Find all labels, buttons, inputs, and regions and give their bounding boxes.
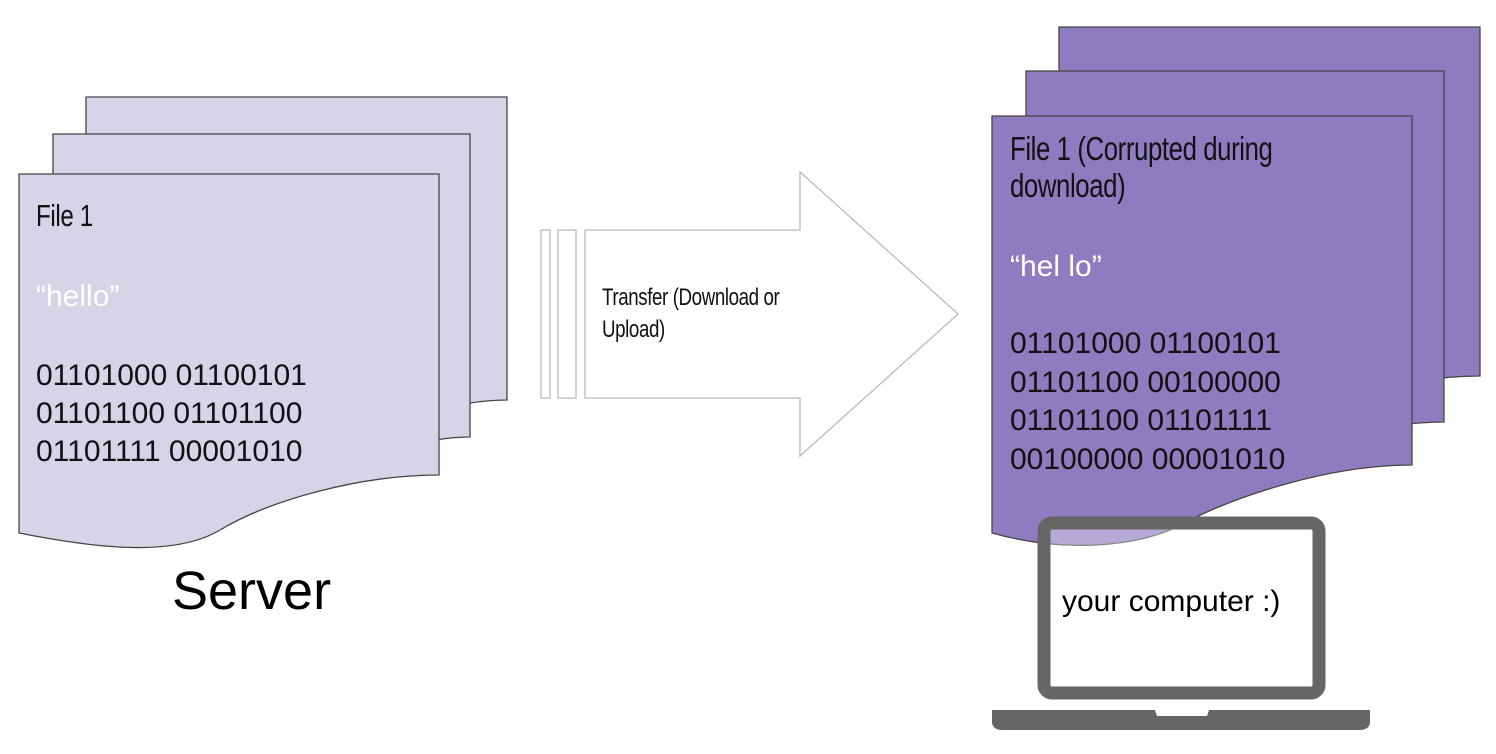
client-file-binary: 01101000 01100101 01101100 00100000 0110… (1010, 327, 1286, 476)
server-file-stack (18, 96, 508, 549)
laptop-base (992, 710, 1370, 730)
server-label: Server (172, 561, 332, 621)
transfer-label: Transfer (Download or Upload) (602, 284, 780, 343)
server-page-front (18, 173, 440, 549)
client-file-title: File 1 (Corrupted during download) (1010, 130, 1273, 204)
server-file-title: File 1 (36, 198, 93, 233)
transfer-arrow (540, 170, 959, 458)
arrow-body (584, 170, 959, 458)
laptop-screen (1037, 516, 1326, 700)
arrow-stripe-1 (540, 229, 551, 399)
client-file-content: “hel lo” (1010, 250, 1102, 283)
server-file-content: “hello” (36, 280, 120, 313)
arrow-stripe-2 (557, 229, 577, 399)
laptop-icon (992, 516, 1370, 730)
server-file-binary: 01101000 01100101 01101100 01101100 0110… (36, 359, 307, 468)
computer-label: your computer :) (1062, 585, 1281, 618)
